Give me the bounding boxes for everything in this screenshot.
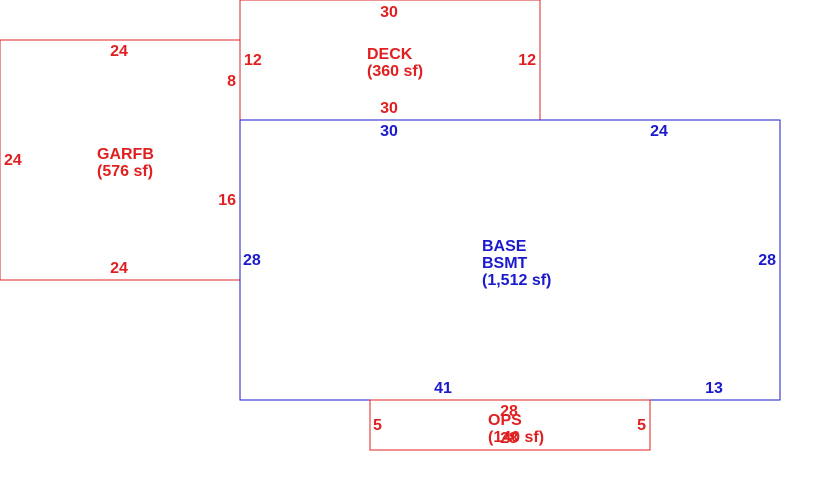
garage-dim-top: 24 <box>110 43 128 60</box>
basement-dim-top-left: 30 <box>380 123 398 140</box>
deck-outline <box>239 0 541 120</box>
ops-area-sf: (140 sf) <box>488 429 544 446</box>
deck-label: DECK <box>367 46 413 63</box>
garage-dim-right: 16 <box>218 192 236 209</box>
garage-label: GARFB <box>97 146 154 163</box>
deck-dim-right: 12 <box>518 52 536 69</box>
ops-dim-right: 5 <box>637 417 646 434</box>
basement-area-sf: (1,512 sf) <box>482 272 551 289</box>
ops-area: 28 5 5 28 OPS (140 sf) <box>369 399 651 451</box>
garage-dim-notch: 8 <box>227 73 236 90</box>
ops-dim-top: 28 <box>500 403 518 420</box>
garage-dim-left: 24 <box>4 152 22 169</box>
basement-area: 30 24 28 28 41 13 BASE BSMT (1,512 sf) <box>239 119 781 401</box>
ops-dim-bottom: 28 <box>500 430 518 447</box>
basement-dim-left: 28 <box>243 252 261 269</box>
basement-dim-bottom-right: 13 <box>705 380 723 397</box>
deck-area-sf: (360 sf) <box>367 63 423 80</box>
basement-dim-bottom-left: 41 <box>434 380 452 397</box>
deck-dim-left: 12 <box>244 52 262 69</box>
basement-label: BASE <box>482 238 527 255</box>
basement-dim-right: 28 <box>758 252 776 269</box>
ops-outline <box>369 400 651 451</box>
basement-sublabel: BSMT <box>482 255 528 272</box>
garage-area: 24 8 24 24 16 GARFB (576 sf) <box>0 39 240 281</box>
basement-dim-top-right: 24 <box>650 123 668 140</box>
deck-dim-bottom: 30 <box>380 100 398 117</box>
garage-dim-bottom: 24 <box>110 260 128 277</box>
ops-dim-left: 5 <box>373 417 382 434</box>
deck-dim-top: 30 <box>380 4 398 21</box>
deck-area: 30 12 12 30 DECK (360 sf) <box>239 0 541 120</box>
garage-area-sf: (576 sf) <box>97 163 153 180</box>
ops-label: OPS <box>488 412 522 429</box>
garage-outline <box>0 39 240 281</box>
